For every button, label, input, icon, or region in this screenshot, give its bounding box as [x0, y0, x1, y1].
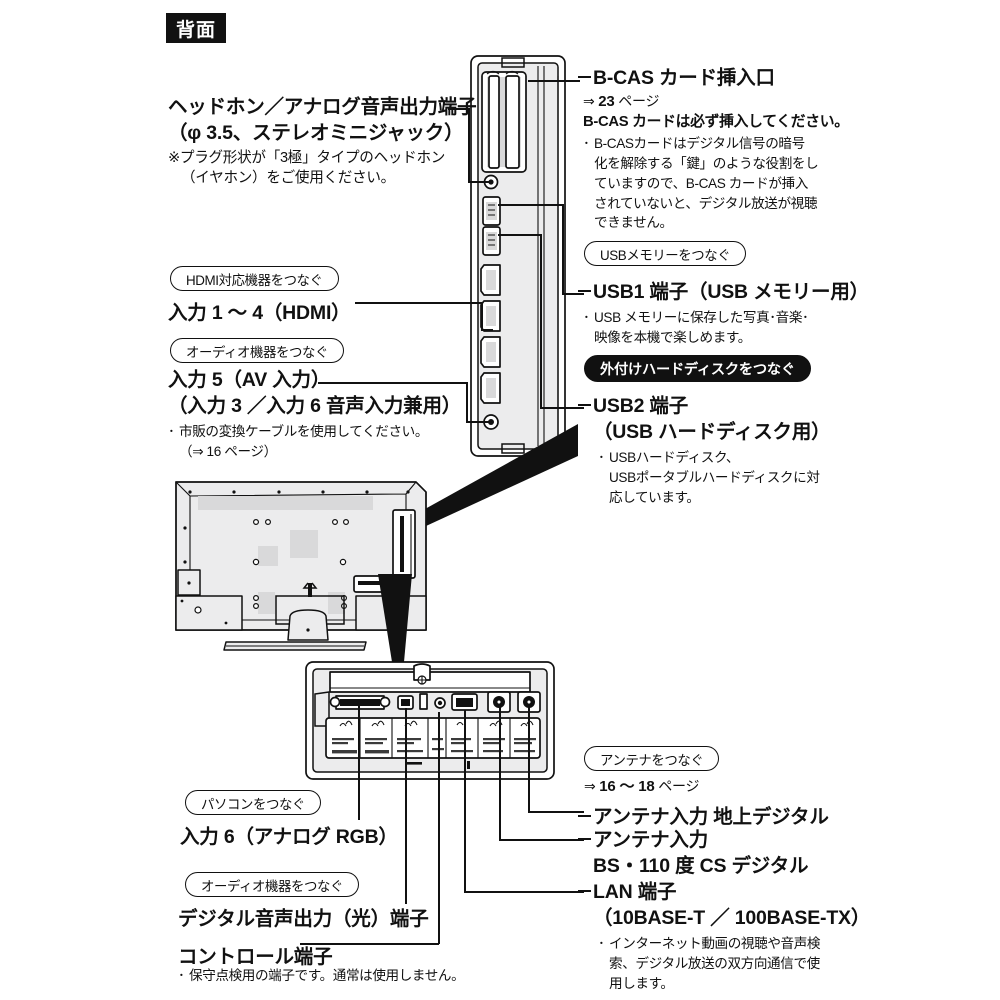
- port-antenna-bs-cs: [517, 691, 541, 713]
- leader-control-b: [300, 943, 439, 945]
- leader-headphone-c: [468, 181, 492, 183]
- headphone-note-line1: ※プラグ形状が「3極」タイプのヘッドホン: [168, 150, 446, 167]
- bottom-connector-panel-detail: [302, 658, 558, 783]
- pill-usb1[interactable]: USBメモリーをつなぐ: [584, 241, 747, 266]
- headphone-note-line2: （イヤホン）をご使用ください。: [181, 169, 395, 186]
- av-title-line1: 入力 5（AV 入力）: [168, 369, 331, 391]
- leader-control-a: [438, 712, 440, 944]
- lan-bullets: ･インターネット動画の視聴や音声検 索、デジタル放送の双方向通信で使 用します。: [598, 936, 821, 992]
- pill-optical[interactable]: オーディオ機器をつなぐ: [185, 872, 359, 897]
- leader-dash-terrestrial: [578, 814, 591, 817]
- headphone-title-line2: （φ 3.5、ステレオミニジャック）: [168, 121, 464, 144]
- pill-usb2-label: 外付けハードディスクをつなぐ: [584, 355, 811, 382]
- pill-usb1-label: USBメモリーをつなぐ: [584, 241, 747, 266]
- tv-rear-view: [168, 470, 468, 665]
- leader-usb2-c: [540, 407, 584, 409]
- usb1-bullets: ･USB メモリーに保存した写真･音楽･ 映像を本機で楽しめます。: [583, 309, 809, 345]
- leader-dash-usb2: [578, 403, 591, 406]
- leader-usb2-a: [498, 234, 542, 236]
- usb2-title-line1: USB2 端子: [578, 394, 830, 420]
- label-usb2: USB2 端子 （USB ハードディスク用） ･USBハードディスク、 USBポ…: [578, 394, 831, 508]
- antenna-bs-line2: BS・110 度 CS デジタル: [593, 854, 809, 877]
- leader-terrestrial-b: [528, 811, 584, 813]
- leader-usb1-a: [498, 204, 564, 206]
- leader-lan-b: [464, 891, 584, 893]
- pill-av[interactable]: オーディオ機器をつなぐ: [170, 338, 344, 363]
- leader-optical: [405, 708, 407, 904]
- bcas-emphasis: B-CAS カードは必ず挿入してください。: [583, 113, 849, 130]
- label-control-title: コントロール端子: [178, 946, 333, 968]
- av-bullet: ･市販の変換ケーブルを使用してください。 （⇒ 16 ページ）: [168, 424, 429, 460]
- label-optical-title: デジタル音声出力（光）端子: [178, 908, 429, 930]
- label-lan: LAN 端子 （10BASE-T ／ 100BASE-TX） ･インターネット動…: [578, 880, 870, 994]
- pill-antenna-label: アンテナをつなぐ: [584, 746, 720, 771]
- side-connector-panel-detail: [462, 52, 586, 460]
- pill-antenna[interactable]: アンテナをつなぐ: [584, 746, 720, 771]
- port-control: [434, 697, 446, 709]
- label-control-bullet: ･保守点検用の端子です。通常は使用しません。: [178, 968, 465, 983]
- port-analog-rgb: [329, 695, 391, 710]
- pill-hdmi[interactable]: HDMI対応機器をつなぐ: [170, 266, 339, 291]
- av-title-line2: （入力 3 ／入力 6 音声入力兼用）: [168, 394, 462, 417]
- label-hdmi-title: 入力 1 ～ 4（HDMI）: [168, 302, 351, 324]
- antenna-bs-line1: アンテナ入力: [578, 828, 808, 854]
- port-lan: [451, 693, 478, 711]
- antenna-page-ref: ⇒ 16 ～ 18 ページ: [584, 778, 700, 795]
- leader-headphone-a: [448, 108, 470, 110]
- leader-headphone-b: [468, 108, 470, 182]
- headphone-title-line1: ヘッドホン／アナログ音声出力端子: [168, 96, 477, 118]
- leader-dash-bs: [578, 837, 591, 840]
- leader-rgb: [358, 706, 360, 820]
- leader-bs-b: [499, 839, 584, 841]
- leader-hdmi-a: [355, 302, 483, 304]
- pill-rgb[interactable]: パソコンをつなぐ: [185, 790, 321, 815]
- bcas-title: B-CAS カード挿入口: [578, 66, 849, 92]
- leader-av-b: [466, 382, 468, 422]
- leader-usb2-b: [540, 234, 542, 408]
- zoom-cone-side: [407, 424, 578, 532]
- leader-usb1-b: [562, 204, 564, 294]
- section-badge: 背面: [166, 13, 226, 43]
- label-antenna-terrestrial: アンテナ入力 地上デジタル: [578, 800, 829, 829]
- leader-usb1-c: [562, 293, 584, 295]
- leader-av-a: [318, 382, 468, 384]
- leader-dash-usb1: [578, 289, 591, 292]
- leader-dash-bcas: [578, 75, 591, 78]
- label-av: 入力 5（AV 入力） （入力 3 ／入力 6 音声入力兼用） ･市販の変換ケー…: [168, 368, 461, 462]
- pill-rgb-label: パソコンをつなぐ: [185, 790, 321, 815]
- bcas-bullets: ･B-CASカードはデジタル信号の暗号 化を解除する「鍵」のような役割をし てい…: [583, 136, 819, 231]
- zoom-cone-bottom: [378, 574, 412, 662]
- leader-dash-lan: [578, 889, 591, 892]
- lan-title-line2: （10BASE-T ／ 100BASE-TX）: [593, 906, 871, 929]
- label-bcas: B-CAS カード挿入口 ⇒ 23 ページ B-CAS カードは必ず挿入してくだ…: [578, 66, 849, 233]
- label-rgb-title: 入力 6（アナログ RGB）: [180, 826, 398, 848]
- label-usb1: USB1 端子（USB メモリー用） ･USB メモリーに保存した写真･音楽･ …: [578, 280, 869, 347]
- label-headphone: ヘッドホン／アナログ音声出力端子 （φ 3.5、ステレオミニジャック） ※プラグ…: [168, 95, 477, 188]
- label-antenna-bs: アンテナ入力 BS・110 度 CS デジタル: [578, 828, 809, 879]
- pill-optical-label: オーディオ機器をつなぐ: [185, 872, 359, 897]
- leader-bs-a: [499, 706, 501, 840]
- pill-hdmi-label: HDMI対応機器をつなぐ: [170, 266, 339, 291]
- leader-av-c: [466, 421, 492, 423]
- pill-av-label: オーディオ機器をつなぐ: [170, 338, 344, 363]
- usb2-bullets: ･USBハードディスク、 USBポータブルハードディスクに対 応しています。: [598, 450, 820, 506]
- port-antenna-terrestrial: [487, 691, 511, 713]
- bcas-page-ref: ⇒ 23 ページ: [583, 92, 660, 110]
- leader-hdmi-c: [481, 329, 493, 331]
- usb1-title: USB1 端子（USB メモリー用）: [578, 280, 869, 306]
- leader-lan-a: [464, 710, 466, 892]
- pill-usb2[interactable]: 外付けハードディスクをつなぐ: [584, 355, 811, 382]
- lan-title-line1: LAN 端子: [578, 880, 870, 906]
- leader-terrestrial-a: [528, 706, 530, 812]
- leader-bcas: [528, 80, 580, 82]
- usb2-title-line2: （USB ハードディスク用）: [593, 420, 831, 443]
- leader-hdmi-b: [481, 302, 483, 330]
